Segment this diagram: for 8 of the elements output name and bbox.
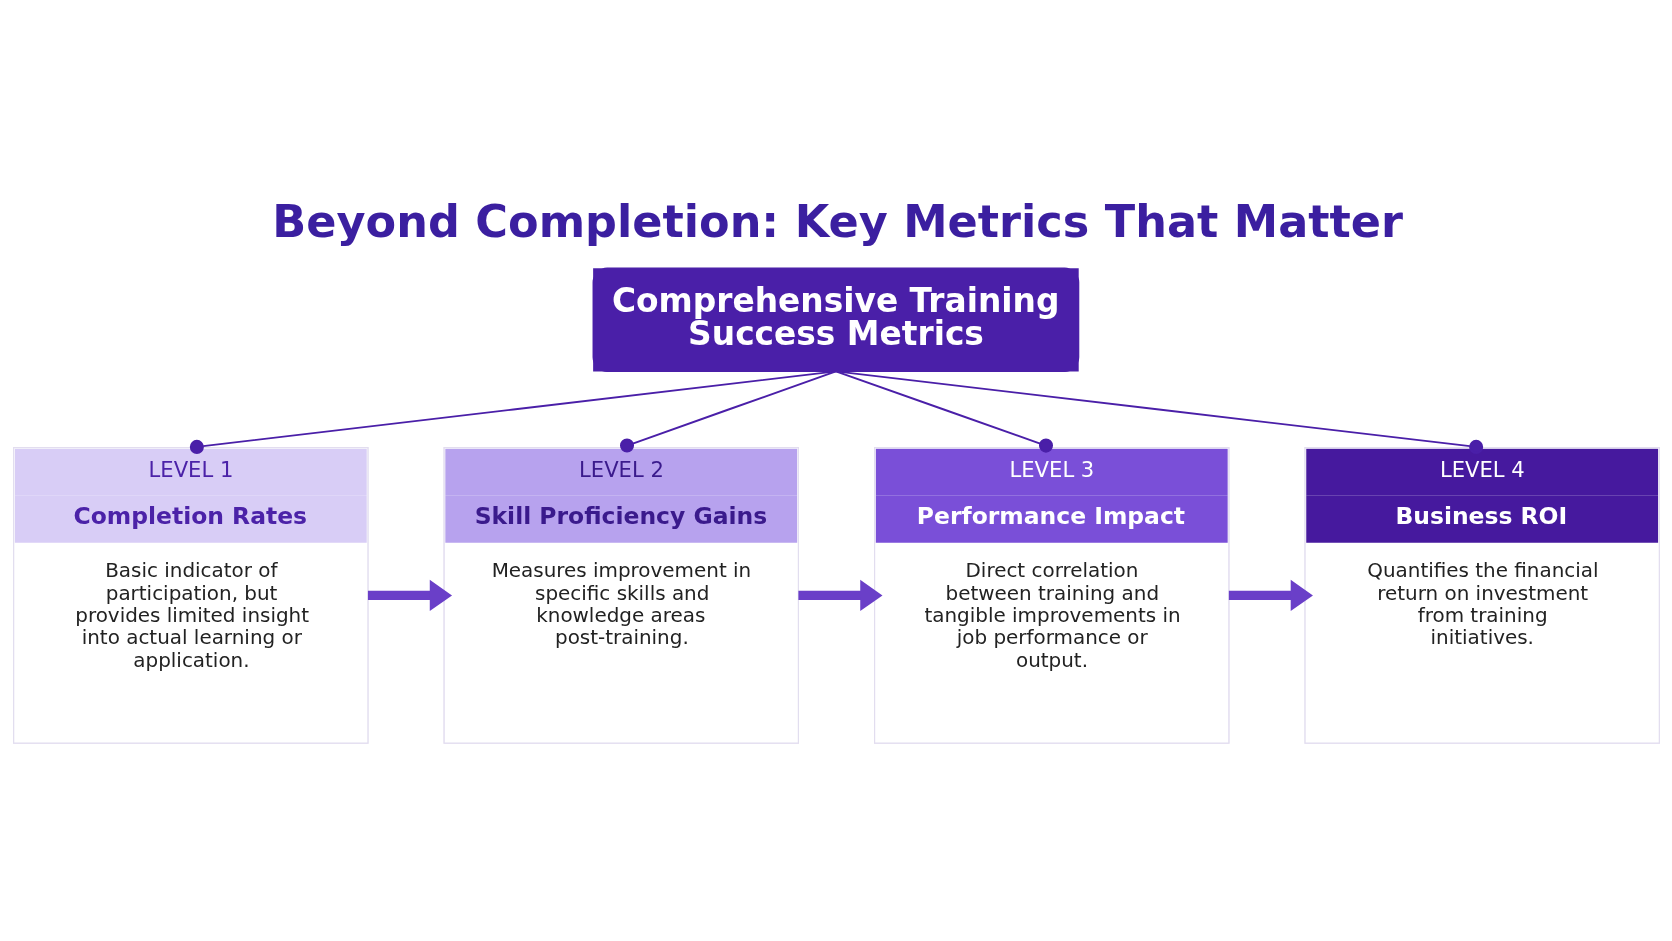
arrow — [1228, 579, 1313, 611]
connector — [834, 370, 1483, 454]
connector — [189, 370, 837, 454]
connector — [834, 370, 1053, 453]
arrow — [797, 579, 882, 611]
arrow — [367, 579, 452, 611]
connector — [619, 370, 837, 453]
diagram-title: Beyond Completion: Key Metrics That Matter — [271, 195, 1403, 248]
